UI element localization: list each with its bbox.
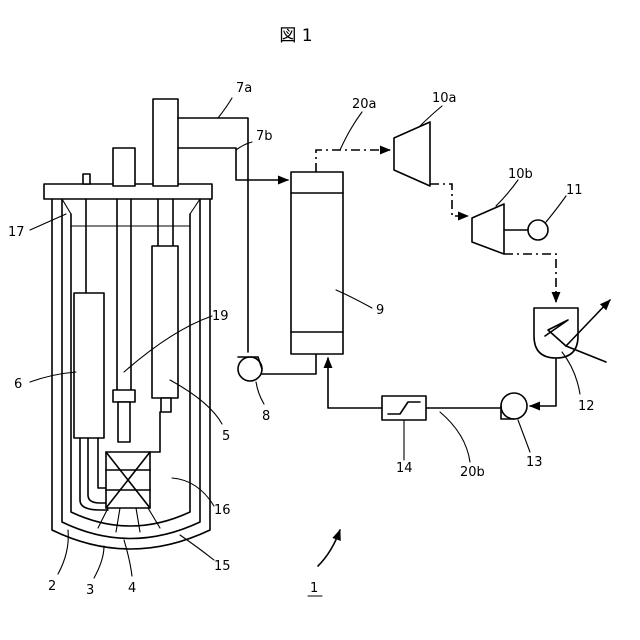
pipe-19-top-nozzle (113, 148, 135, 186)
riser-pipe (158, 199, 173, 248)
label-7b: 7b (256, 129, 273, 144)
label-6: 6 (14, 377, 22, 392)
pump-13-casing (501, 393, 527, 419)
leader-6 (30, 372, 76, 382)
lid-nozzle-small (83, 174, 90, 184)
pump-13 (501, 393, 527, 419)
condensate-line (530, 358, 556, 406)
condenser-body (534, 308, 578, 358)
pipe-19-shaft (117, 199, 131, 392)
leader-20a (340, 112, 362, 150)
label-13: 13 (526, 455, 543, 470)
steam-generator-9 (291, 172, 343, 354)
downcomer-pipe-a (80, 438, 108, 510)
component-5-pipe (150, 412, 160, 452)
label-2: 2 (48, 579, 56, 594)
label-11: 11 (566, 183, 583, 198)
assembly-pointer-arrow (318, 530, 340, 566)
leader-7b (236, 142, 252, 150)
leader-11 (546, 196, 566, 222)
figure-title: 図 1 (279, 26, 312, 46)
steam-line-20a (316, 150, 390, 172)
generator-11 (528, 220, 548, 240)
pipe-7b (178, 148, 288, 180)
leader-12 (562, 352, 580, 394)
label-10a: 10a (432, 91, 457, 106)
condenser-12 (534, 300, 610, 362)
label-14: 14 (396, 461, 413, 476)
label-8: 8 (262, 409, 270, 424)
component-5-body (152, 246, 178, 398)
label-20b: 20b (460, 465, 485, 480)
label-4: 4 (128, 581, 136, 596)
pump-8-discharge-pipe (262, 354, 316, 374)
leader-13 (518, 420, 530, 452)
label-3: 3 (86, 583, 94, 598)
leader-8 (256, 382, 264, 404)
outlet-nozzle-7a (153, 99, 178, 186)
lower-plenum-lines (98, 508, 160, 532)
label-15: 15 (214, 559, 231, 574)
pipe-19-collar (113, 390, 135, 402)
component-6-body (74, 293, 104, 438)
label-16: 16 (214, 503, 231, 518)
component-5-tip (161, 398, 171, 412)
steam-line-10a-10b (430, 184, 468, 216)
leader-10a (420, 106, 442, 126)
steam-generator-body (291, 172, 343, 354)
label-12: 12 (578, 399, 595, 414)
leader-4 (124, 540, 132, 576)
label-20a: 20a (352, 97, 377, 112)
leader-3 (94, 546, 104, 578)
label-5: 5 (222, 429, 230, 444)
label-10b: 10b (508, 167, 533, 182)
turbine-10a (394, 122, 430, 186)
pump-8 (238, 354, 316, 381)
feedwater-heater-14 (382, 396, 426, 420)
assembly-label: 1 (310, 581, 318, 596)
pipe-19-tip (118, 402, 130, 442)
label-7a: 7a (236, 81, 252, 96)
label-19: 19 (212, 309, 229, 324)
leader-17 (30, 214, 66, 230)
label-17: 17 (8, 225, 25, 240)
leader-15 (180, 535, 214, 560)
exhaust-line (504, 254, 556, 302)
label-9: 9 (376, 303, 384, 318)
feedwater-line-20b-b (328, 358, 382, 408)
leader-7a (218, 98, 232, 118)
leader-16 (172, 478, 214, 506)
turbine-10b (472, 204, 504, 254)
leader-10b (496, 180, 518, 206)
leader-20b (440, 412, 470, 462)
